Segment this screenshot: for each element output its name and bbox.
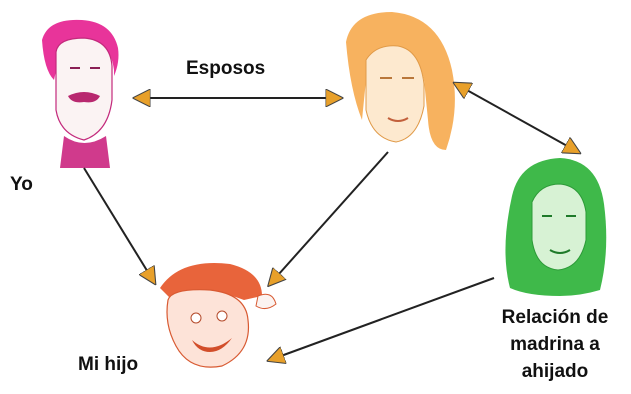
man-portrait-yo [42,20,119,168]
woman-portrait-blonde [346,12,455,150]
godmother-to-son-arrow [270,278,494,360]
me-label: Yo [10,174,33,196]
godmother-spouse-arrow [456,84,578,152]
godmother-relation-label: Relación de madrina a ahijado [487,304,623,385]
yo-to-son-arrow [84,168,154,282]
spouses-label: Esposos [186,58,265,80]
wife-to-son-arrow [270,152,388,284]
boy-portrait-son [160,263,276,367]
son-label: Mi hijo [78,354,138,376]
woman-portrait-godmother [505,158,606,296]
